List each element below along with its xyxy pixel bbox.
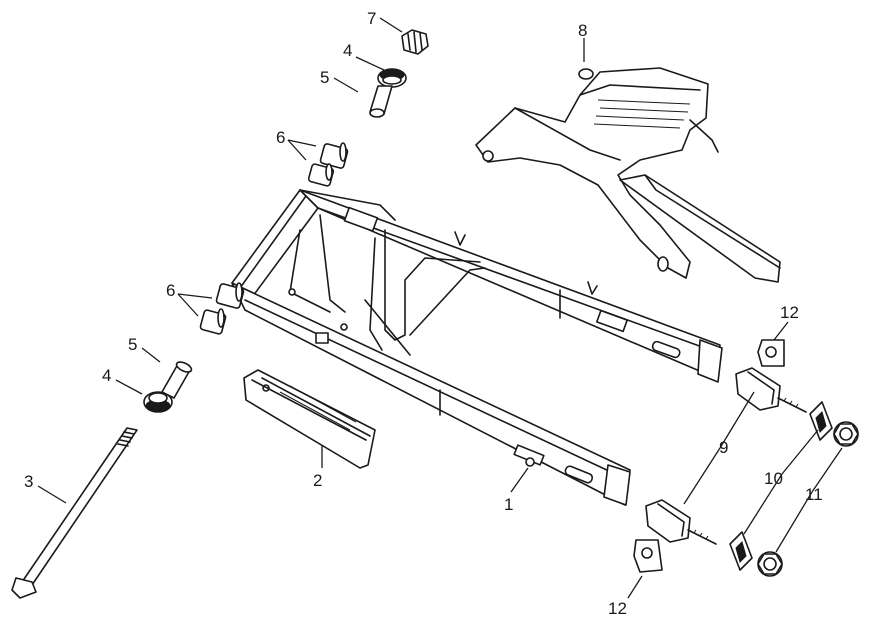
swing-arm (231, 189, 723, 506)
leader-lines (37, 17, 843, 599)
callouts: 1 2 3 4 4 5 5 6 6 7 8 9 10 11 12 12 (24, 9, 823, 618)
nut-lower (757, 551, 783, 577)
adjuster-plate-upper (757, 339, 785, 367)
callout-9: 9 (719, 438, 728, 457)
washer-lower (729, 531, 753, 571)
callout-6-upper: 6 (276, 128, 285, 147)
callout-10: 10 (764, 469, 783, 488)
callout-1: 1 (504, 495, 513, 514)
callout-12-upper: 12 (780, 303, 799, 322)
rear-fender (475, 67, 781, 283)
callout-4-lower: 4 (102, 366, 111, 385)
callout-8: 8 (578, 21, 587, 40)
callout-5-lower: 5 (128, 335, 137, 354)
pivot-cap-lower (143, 391, 173, 413)
callout-7: 7 (367, 9, 376, 28)
bearing-lower (199, 282, 245, 335)
callout-4-upper: 4 (343, 41, 352, 60)
callout-2: 2 (313, 471, 322, 490)
bushing-upper (369, 85, 393, 118)
bushing-lower (161, 361, 193, 399)
callout-11: 11 (805, 485, 823, 504)
pivot-cap-upper (377, 68, 407, 88)
washer-upper (809, 401, 833, 441)
chain-guard (243, 369, 376, 469)
callout-12-lower: 12 (608, 599, 627, 618)
grease-nut (401, 29, 429, 55)
chain-adjuster-lower (645, 499, 717, 545)
callout-3: 3 (24, 472, 33, 491)
bearing-upper (307, 142, 349, 187)
pivot-axle (11, 427, 138, 599)
callout-6-lower: 6 (166, 281, 175, 300)
chain-adjuster-upper (735, 367, 807, 413)
adjuster-plate-lower (633, 539, 663, 573)
nut-upper (833, 421, 859, 447)
callout-5-upper: 5 (320, 68, 329, 87)
